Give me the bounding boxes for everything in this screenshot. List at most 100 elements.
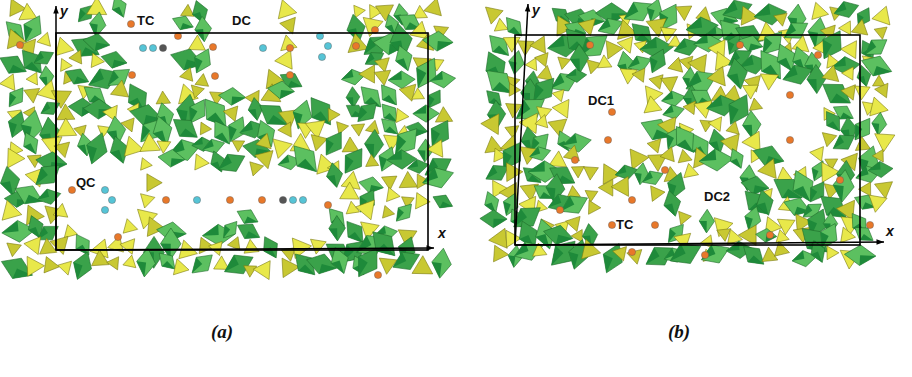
axis-line [55,6,57,250]
octahedron-face [677,139,694,152]
tetrahedron [58,261,72,275]
octahedron-face [24,24,33,42]
octahedron [570,44,589,73]
tetrahedron [0,74,15,91]
anion-site [279,196,286,203]
tetrahedron [598,179,613,196]
cation-site [258,196,265,203]
octahedron-face [358,106,367,121]
panel-label: (a) [211,322,233,341]
tetrahedron [56,118,76,136]
octahedron-face [872,123,879,135]
octahedron-face [78,9,85,22]
tetrahedron [708,117,721,132]
octahedron-face [108,71,119,86]
tetrahedron [278,0,297,19]
octahedron-face [423,168,438,183]
octahedron [417,58,436,88]
tetrahedron [777,167,792,181]
octahedron [74,252,92,280]
octahedron [699,209,714,233]
octahedron-face [192,257,202,273]
octahedron [793,171,813,202]
octahedron [396,204,411,221]
octahedron [561,196,587,213]
water-site [289,196,296,203]
octahedron-face [508,255,515,267]
tetrahedron [611,176,629,196]
tetrahedron [50,236,68,254]
axis-arrow [876,239,884,244]
tetrahedron [56,37,74,55]
octahedron-face [821,232,829,249]
tetrahedron [412,256,433,274]
octahedron-face [280,90,295,99]
octahedron [15,186,43,204]
tetrahedron [365,120,379,133]
octahedron [66,69,89,84]
octahedron [485,192,499,214]
cation-site [162,196,169,203]
cation-site [556,206,563,213]
tetrahedron [387,187,401,201]
tetrahedron [250,162,264,176]
water-site [324,42,331,49]
tetrahedron [855,137,870,151]
octahedron [868,161,893,177]
octahedron-face [548,35,565,48]
octahedron-face [248,109,257,120]
tetrahedron [870,97,889,116]
octahedron [730,149,743,169]
tetrahedron [535,53,549,67]
octahedron-face [429,95,435,108]
octahedron [101,51,127,68]
panel-label: (b) [668,322,690,341]
octahedron-face [36,167,48,185]
octahedron-face [137,261,146,277]
octahedron-face [379,156,387,172]
octahedron-face [388,71,402,80]
octahedron-face [229,125,237,142]
octahedron-face [729,104,739,124]
axis-line [56,248,434,250]
tetrahedron [875,182,893,199]
octahedron [83,34,110,51]
octahedron [566,69,587,83]
axis-line [515,4,528,245]
water-site [259,44,266,51]
octahedron [480,210,507,228]
tetrahedron [410,21,428,39]
tetrahedron [776,230,789,243]
octahedron-face [686,17,702,30]
tetrahedron [598,55,612,68]
tetrahedron [620,69,637,84]
octahedron [663,105,685,119]
tetrahedron [742,131,760,151]
octahedron-face [112,60,127,68]
cavity-label: DC [232,14,251,27]
cation-site [736,41,743,48]
tetrahedron [584,167,599,180]
octahedron-face [699,149,716,162]
tetrahedron [855,86,870,100]
octahedron-face [748,43,762,51]
octahedron-face [28,227,40,238]
octahedron [341,69,365,85]
octahedron [509,51,525,75]
cation-site [127,20,134,27]
octahedron-face [203,139,214,150]
octahedron-face [432,262,442,278]
cation-site [571,156,578,163]
tetrahedron [589,200,601,214]
octahedron-face [78,145,88,156]
octahedron [24,132,38,154]
octahedron [110,136,128,163]
tetrahedron [7,29,26,49]
tetrahedron [841,85,856,101]
tetrahedron [141,158,153,171]
tetrahedron [537,65,553,80]
octahedron-face [225,255,239,272]
tetrahedron [123,219,138,234]
octahedron-face [628,56,640,68]
